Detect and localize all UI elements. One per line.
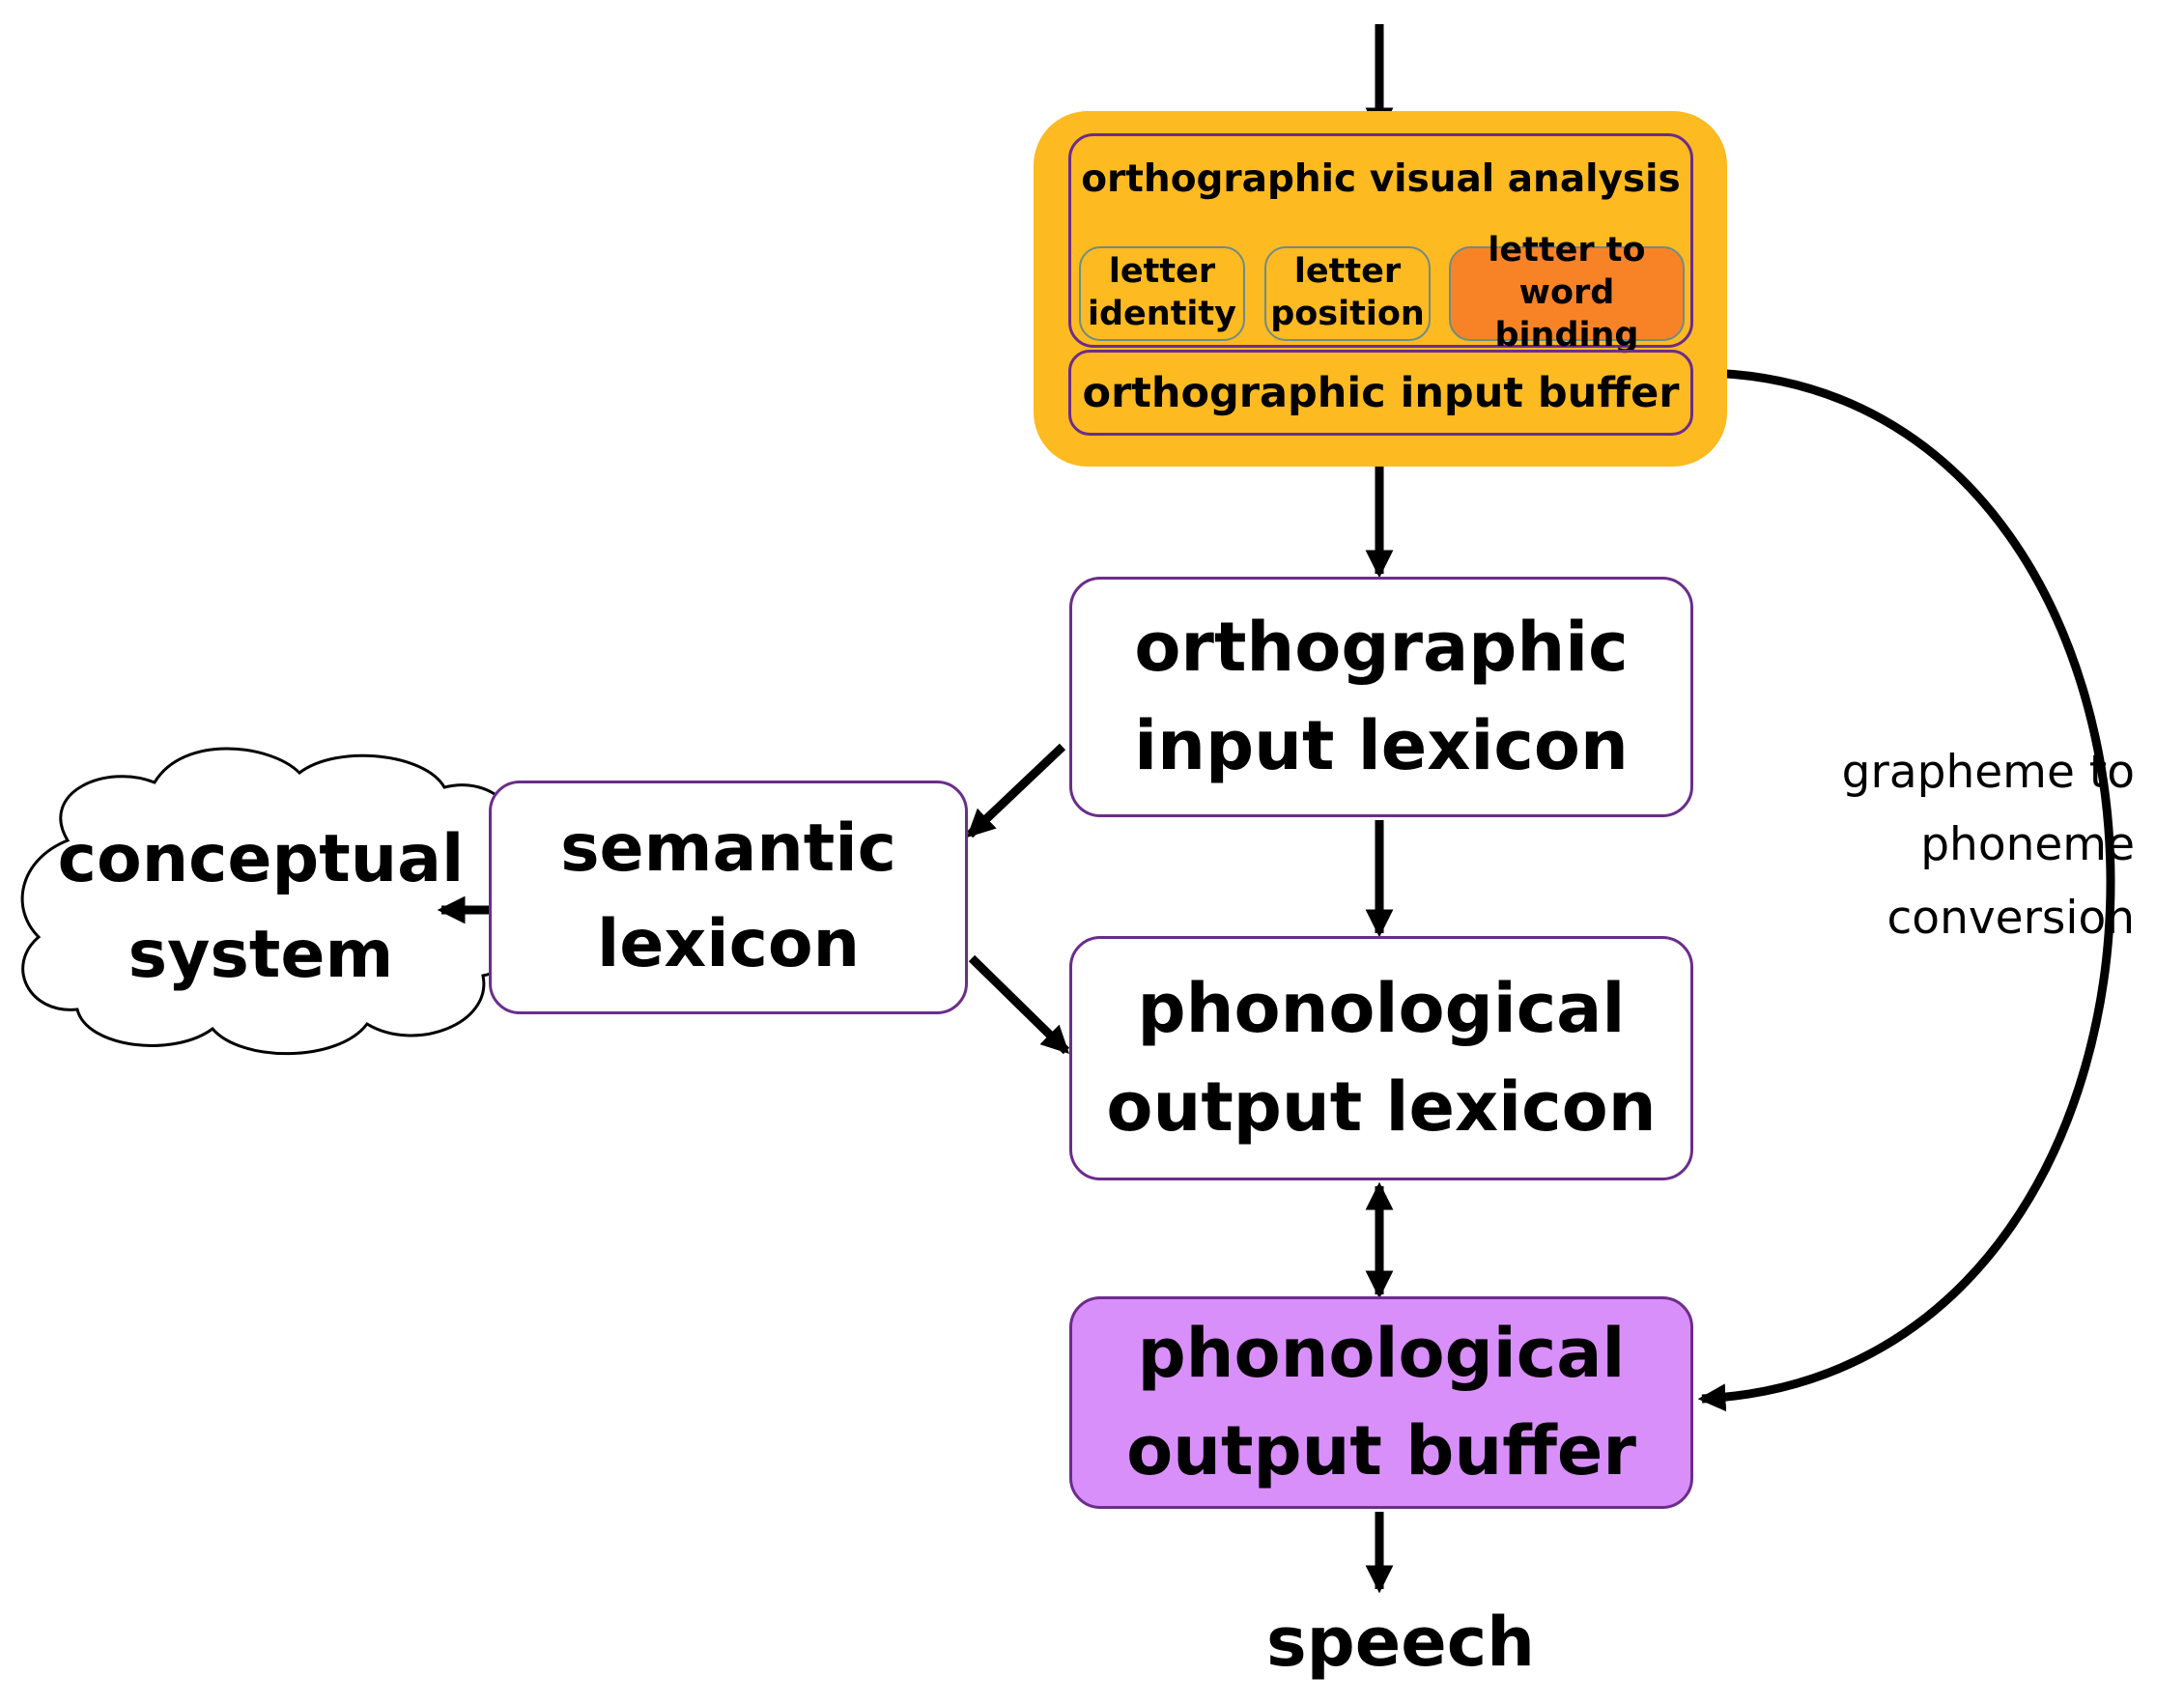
cloud-shape [20, 747, 528, 1056]
arrow-semantic-pol [968, 954, 1070, 1055]
phonological-output-buffer-box: phonological output buffer [1069, 1296, 1693, 1509]
orthographic-input-lexicon-box: orthographic input lexicon [1069, 577, 1693, 817]
orthographic-visual-analysis-box: orthographic visual analysis [1068, 133, 1693, 348]
orthographic-visual-analysis-title: orthographic visual analysis [1081, 157, 1681, 201]
speech-label: speech [1265, 1603, 1536, 1682]
letter-position-box: letter position [1264, 246, 1431, 341]
semantic-lexicon-box: semantic lexicon [489, 781, 968, 1014]
conceptual-system-label: conceptual system [57, 821, 465, 993]
arrow-gpc-curve [1697, 368, 2115, 1412]
arrow-oil-semantic [966, 743, 1066, 838]
letter-identity-box: letter identity [1079, 246, 1245, 341]
orthographic-input-buffer-box: orthographic input buffer [1068, 350, 1693, 436]
letter-to-word-binding-box: letter to word binding [1449, 231, 1685, 355]
grapheme-to-phoneme-label: grapheme to phoneme conversion [1841, 746, 2135, 945]
phonological-output-lexicon-box: phonological output lexicon [1069, 936, 1693, 1180]
